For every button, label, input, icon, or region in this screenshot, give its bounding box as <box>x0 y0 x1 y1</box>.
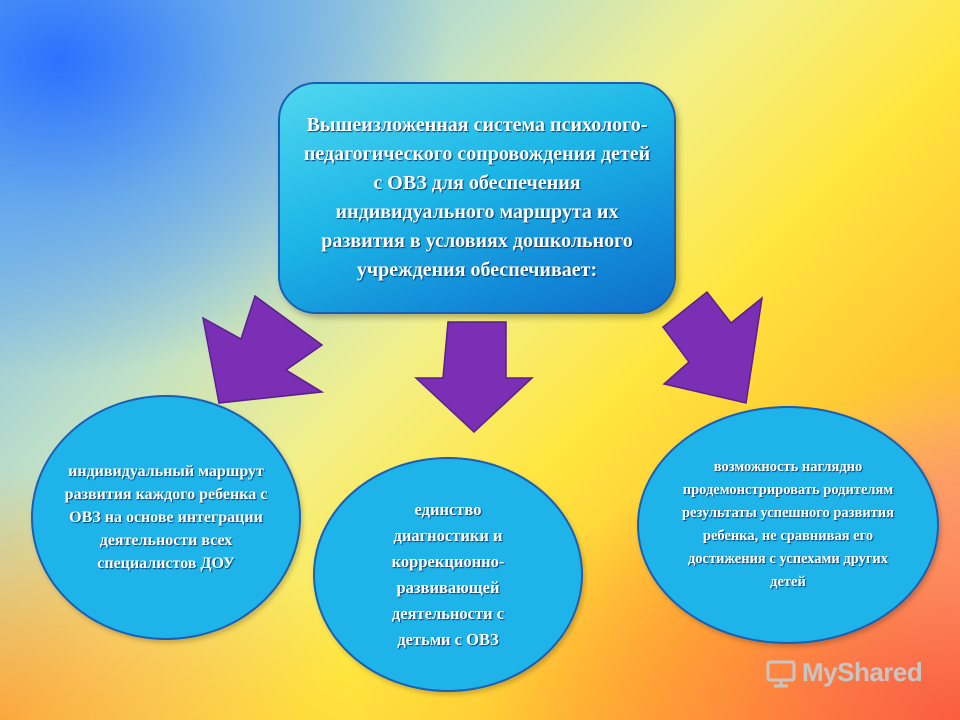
central-statement-text: Вышеизложенная система психолого-педагог… <box>303 114 651 281</box>
presentation-board-icon <box>766 660 796 687</box>
arrow-center <box>414 321 534 434</box>
outcome-text-3: возможность наглядно продемонстрировать … <box>681 459 895 590</box>
watermark-logo: MyShared <box>766 657 923 688</box>
arrow-left <box>201 294 325 404</box>
outcome-ellipse-3: возможность наглядно продемонстрировать … <box>637 406 939 644</box>
outcome-text-2: единство диагностики и коррекционно-разв… <box>391 499 505 649</box>
central-statement-box: Вышеизложенная система психолого-педагог… <box>278 82 676 314</box>
arrow-right <box>661 290 764 404</box>
outcome-ellipse-2: единство диагностики и коррекционно-разв… <box>313 457 583 692</box>
watermark-text: MyShared <box>802 657 923 687</box>
outcome-ellipse-1: индивидуальный маршрут развития каждого … <box>31 395 301 640</box>
outcome-text-1: индивидуальный маршрут развития каждого … <box>64 463 268 572</box>
